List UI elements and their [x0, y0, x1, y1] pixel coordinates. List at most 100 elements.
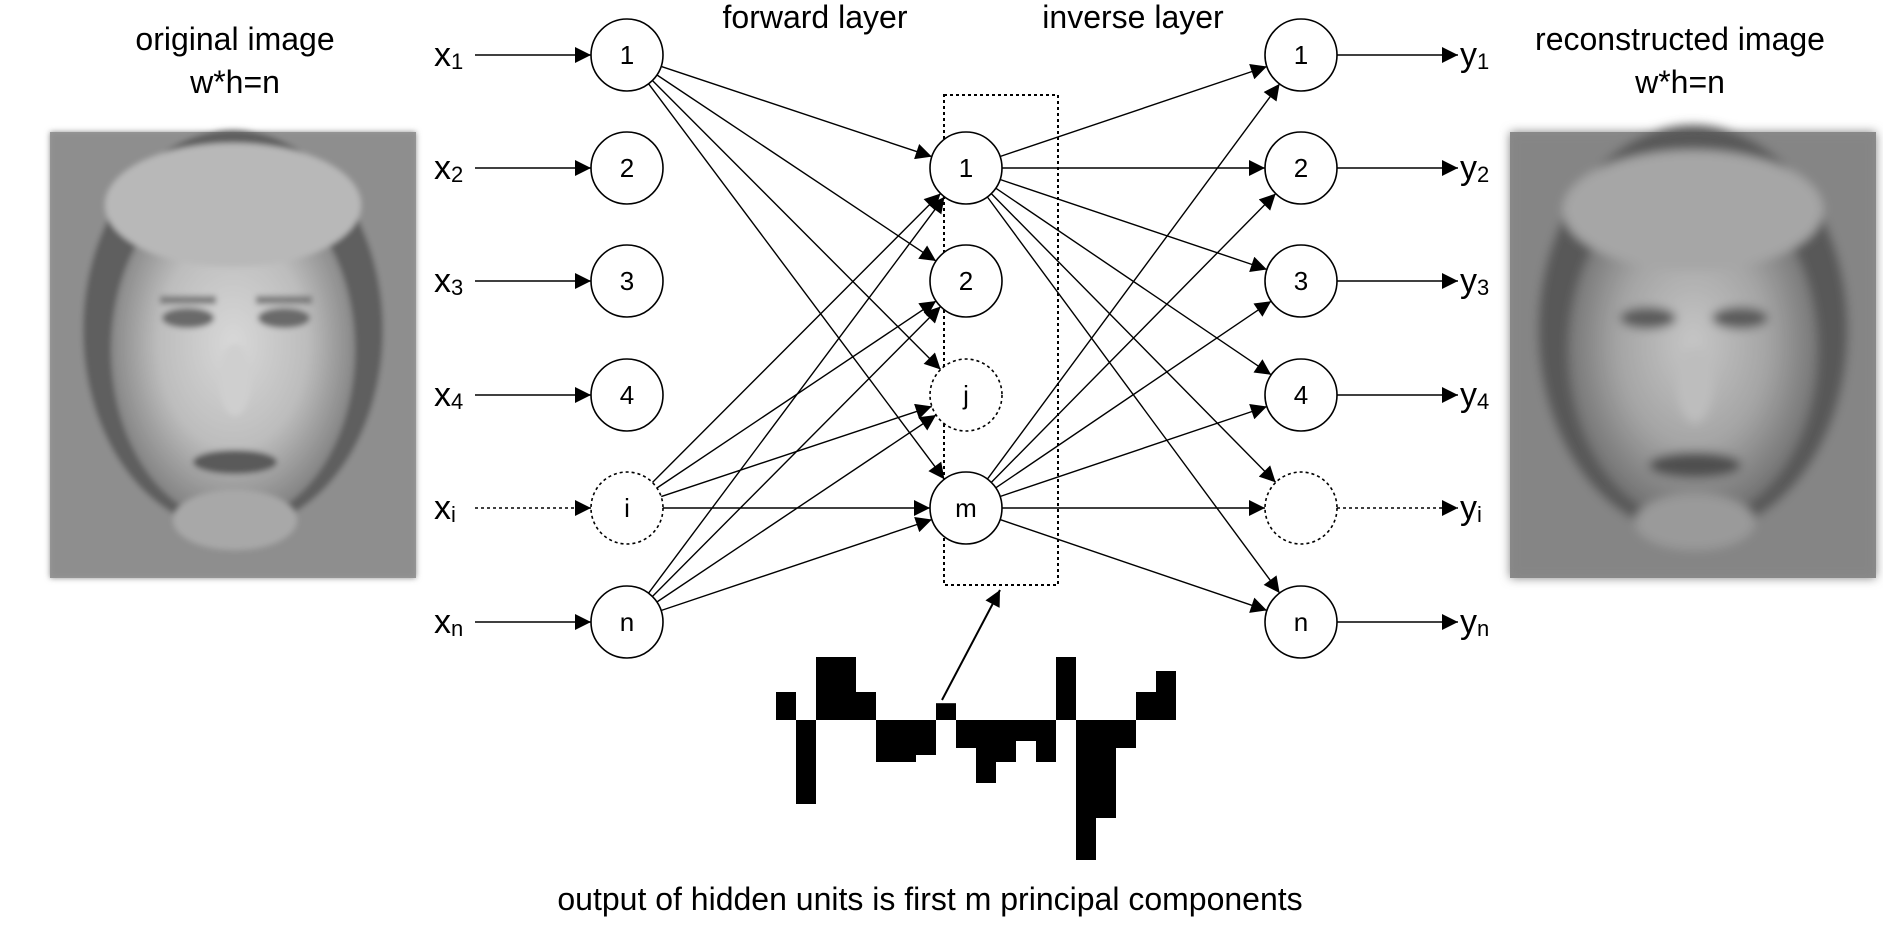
input-node-label: 2 [620, 153, 634, 183]
hidden-node-circle [929, 471, 1003, 545]
output-node: 1 [1264, 18, 1338, 92]
activation-bar [836, 657, 856, 720]
hidden-node-label: m [955, 493, 977, 523]
input-label: xi [434, 489, 456, 527]
output-node-circle [1264, 131, 1338, 205]
inverse-connection [986, 83, 1281, 480]
input-label-sub: n [451, 616, 463, 641]
activation-bar [816, 657, 836, 720]
forward-connection [656, 414, 937, 603]
hidden-node-circle [929, 358, 1003, 432]
input-label-base: x [434, 36, 451, 74]
input-node-label: n [620, 607, 634, 637]
network-nodes: 1 2 3 4 i n 1 2 j m 1 2 3 4 n [590, 18, 1338, 659]
output-node: 2 [1264, 131, 1338, 205]
output-node-label: 4 [1294, 380, 1308, 410]
input-label: x4 [434, 376, 463, 414]
output-node: 3 [1264, 244, 1338, 318]
output-node-circle [1264, 18, 1338, 92]
activation-bar [1056, 657, 1076, 720]
output-label: y1 [1460, 36, 1489, 74]
activation-bar [936, 703, 956, 720]
output-label-sub: n [1477, 616, 1489, 641]
output-label-base: y [1460, 376, 1477, 414]
hidden-node-circle [929, 131, 1003, 205]
input-label-sub: 1 [451, 49, 463, 74]
pointer-arrow [941, 589, 1001, 701]
input-label: x3 [434, 262, 463, 300]
output-node-label: 3 [1294, 266, 1308, 296]
output-label: yn [1460, 603, 1489, 641]
input-label-base: x [434, 603, 451, 641]
inverse-layer-caption: inverse layer [1042, 0, 1224, 35]
output-node-circle [1264, 585, 1338, 659]
inverse-connection [999, 518, 1268, 613]
activation-bar [1016, 720, 1036, 741]
inverse-connection [995, 300, 1272, 489]
activation-bar [976, 720, 996, 783]
input-label: x1 [434, 36, 463, 74]
inverse-connection [999, 64, 1268, 158]
hidden-node: 1 [929, 131, 1003, 205]
connection-lines [647, 64, 1281, 613]
output-node-circle [1264, 471, 1338, 545]
output-label-base: y [1460, 262, 1477, 300]
activation-bar [1036, 720, 1056, 762]
original-image-size: w*h=n [189, 64, 280, 100]
input-node-circle [590, 585, 664, 659]
input-node-label: 4 [620, 380, 634, 410]
input-node-label: 3 [620, 266, 634, 296]
input-label-sub: 2 [451, 162, 463, 187]
activation-bar [1076, 720, 1096, 860]
input-node-label: 1 [620, 40, 634, 70]
hidden-node: 2 [929, 244, 1003, 318]
forward-connection [648, 83, 945, 480]
input-label-sub: 4 [451, 389, 463, 414]
input-node: i [590, 471, 664, 545]
activation-bar [776, 692, 796, 720]
output-node-label: n [1294, 607, 1308, 637]
forward-connection [647, 196, 946, 594]
input-node: 2 [590, 131, 664, 205]
activation-bar [1096, 720, 1116, 818]
output-label-base: y [1460, 149, 1477, 187]
input-node-label: i [624, 493, 630, 523]
output-node-circle [1264, 358, 1338, 432]
activation-bar [916, 720, 936, 755]
forward-connection [660, 65, 933, 160]
output-node-label: 2 [1294, 153, 1308, 183]
input-node-circle [590, 471, 664, 545]
input-label-base: x [434, 376, 451, 414]
output-label-sub: 3 [1477, 275, 1489, 300]
output-label-sub: i [1477, 502, 1482, 527]
hidden-layer-box [943, 94, 1059, 586]
original-face-image [50, 130, 416, 578]
inverse-connection [990, 193, 1277, 483]
hidden-activation-bars [776, 657, 1176, 860]
hidden-node-circle [929, 244, 1003, 318]
forward-connection [651, 306, 942, 597]
forward-connection [651, 193, 942, 483]
bottom-caption: output of hidden units is first m princi… [557, 881, 1302, 917]
output-label: y4 [1460, 376, 1489, 414]
input-label-base: x [434, 149, 451, 187]
output-node: 4 [1264, 358, 1338, 432]
hidden-node: j [929, 358, 1003, 432]
reconstructed-image-caption: reconstructed image [1535, 21, 1825, 57]
input-node-circle [590, 18, 664, 92]
hidden-node-label: j [962, 380, 969, 410]
activation-bar [796, 720, 816, 804]
activation-bar [956, 720, 976, 748]
forward-connection [660, 517, 933, 612]
activation-bar [1136, 692, 1156, 720]
inverse-connection [999, 178, 1268, 272]
input-node: 4 [590, 358, 664, 432]
reconstructed-face-image [1510, 125, 1876, 578]
activation-bar [896, 720, 916, 762]
output-node-label: 1 [1294, 40, 1308, 70]
activation-bar [876, 720, 896, 762]
input-label-sub: i [451, 502, 456, 527]
original-image-caption: original image [135, 21, 334, 57]
